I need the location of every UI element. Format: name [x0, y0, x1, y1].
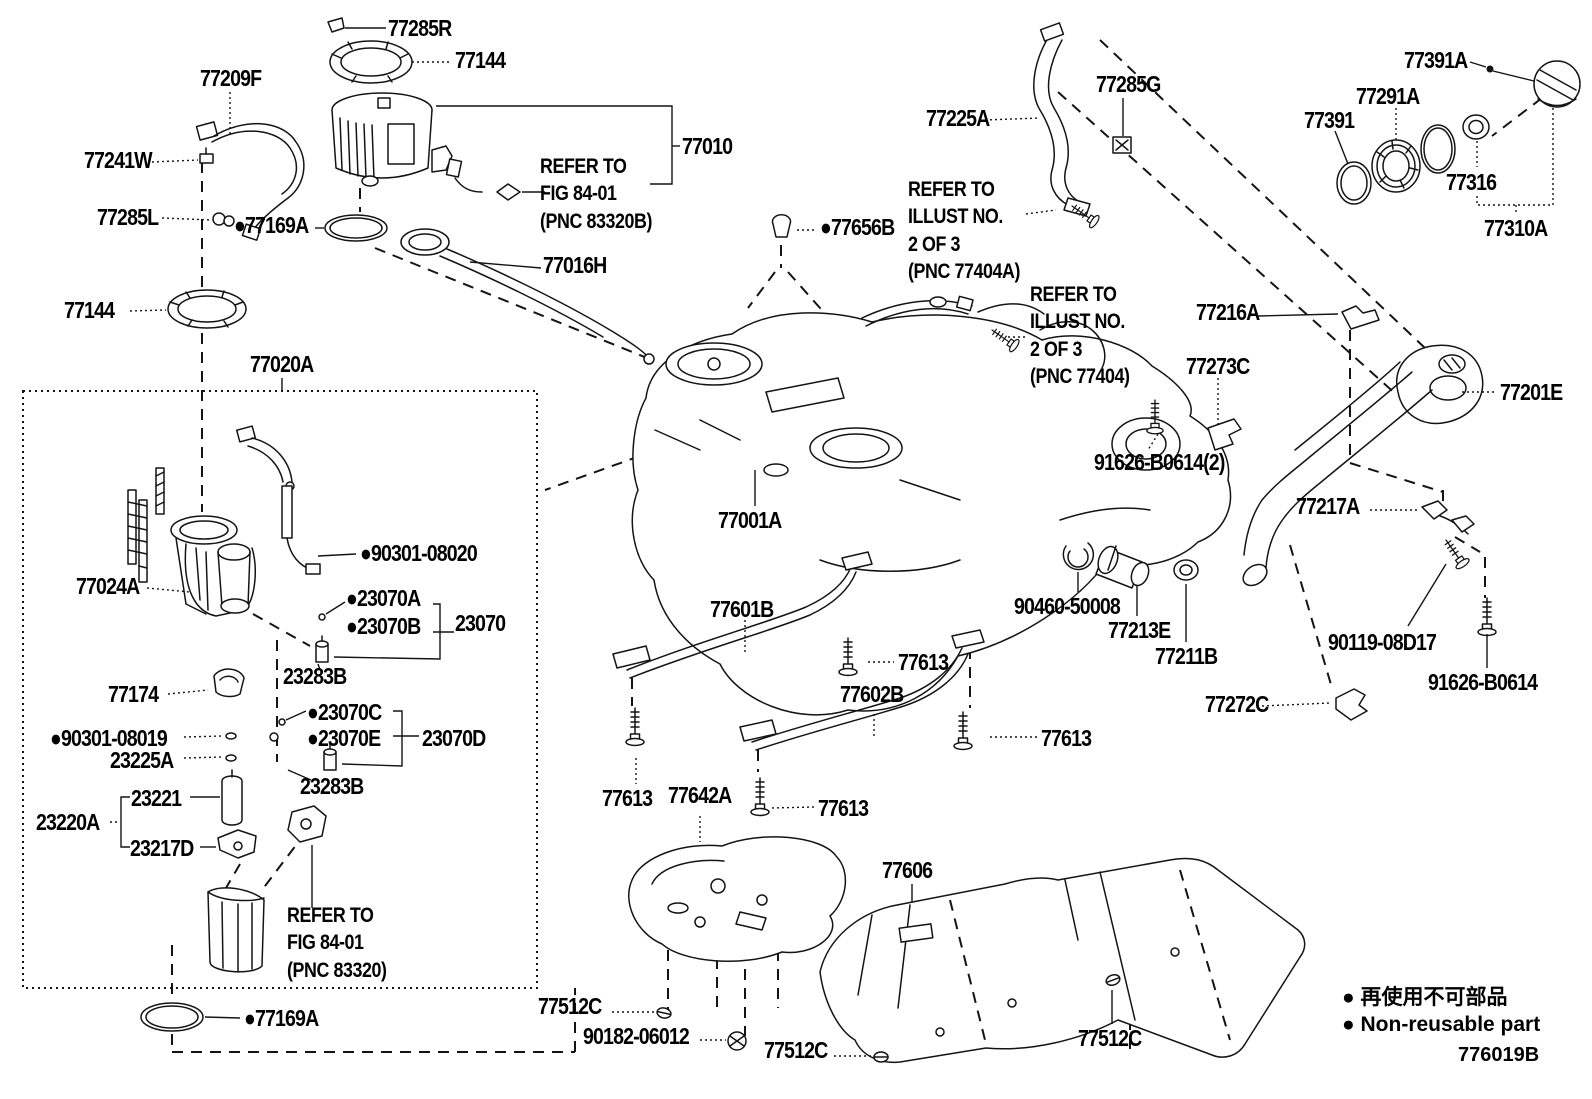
- part-label-90182-06012: 90182-06012: [583, 1023, 690, 1049]
- left-parts-box: [22, 390, 538, 989]
- part-label-77225A: 77225A: [926, 105, 990, 131]
- part-label-77213E: 77213E: [1108, 617, 1171, 643]
- part-label-23217D: 23217D: [130, 835, 194, 861]
- bolt-icon: [953, 711, 973, 751]
- part-label-23220A: 23220A: [36, 809, 100, 835]
- part-label-77144-top: 77144: [455, 47, 506, 73]
- part-label-77512C-c: 77512C: [1078, 1025, 1142, 1051]
- part-label-77020A: 77020A: [250, 351, 314, 377]
- part-label-77613-c: 77613: [602, 785, 653, 811]
- fuel-tank-art: [631, 295, 1232, 716]
- bolt-icon: [1477, 597, 1497, 637]
- part-label-77285R: 77285R: [388, 15, 452, 41]
- part-label-23283B-lower: 23283B: [300, 773, 364, 799]
- part-label-77169A-top: ●77169A: [234, 212, 309, 238]
- part-label-23225A: 23225A: [110, 747, 174, 773]
- bolt-icon: [750, 777, 770, 817]
- part-label-77241W: 77241W: [84, 147, 153, 173]
- part-label-77216A: 77216A: [1196, 299, 1260, 325]
- filler-cap-art: [1336, 60, 1581, 205]
- heat-shield-art: [819, 857, 1306, 1064]
- part-label-91626-B0614: 91626-B0614: [1428, 669, 1538, 695]
- part-label-77602B: 77602B: [840, 681, 904, 707]
- part-label-77016H: 77016H: [543, 252, 607, 278]
- part-label-77285L: 77285L: [97, 204, 159, 230]
- part-label-23070: 23070: [455, 610, 506, 636]
- screw-icon: [655, 1005, 673, 1021]
- screw-icon: [1439, 534, 1472, 572]
- part-label-23070C: ●23070C: [307, 699, 382, 725]
- part-label-77273C: 77273C: [1186, 353, 1250, 379]
- bolt-icon: [625, 707, 645, 747]
- part-label-90301-08019: ●90301-08019: [50, 725, 168, 751]
- part-label-77310A: 77310A: [1484, 215, 1548, 241]
- note-refer-fig84-01-pnc83320b: REFER TO FIG 84-01 (PNC 83320B): [540, 155, 652, 233]
- part-label-77201E: 77201E: [1500, 379, 1563, 405]
- breather-hose-art: [771, 22, 1132, 354]
- filler-pipe-art: [1062, 305, 1497, 721]
- part-label-77291A: 77291A: [1356, 83, 1420, 109]
- part-label-77601B: 77601B: [710, 596, 774, 622]
- note-refer-illust-2of3-pnc77404: REFER TO ILLUST NO. 2 OF 3 (PNC 77404): [1030, 283, 1130, 388]
- part-label-90460-50008: 90460-50008: [1014, 593, 1121, 619]
- part-label-77024A: 77024A: [76, 573, 140, 599]
- part-label-77316: 77316: [1446, 169, 1497, 195]
- part-label-23283B-upper: 23283B: [283, 663, 347, 689]
- part-label-77613-d: 77613: [818, 795, 869, 821]
- part-label-23221: 23221: [131, 785, 182, 811]
- part-label-77613-b: 77613: [1041, 725, 1092, 751]
- tank-straps-art: [612, 551, 985, 817]
- part-label-77217A: 77217A: [1296, 493, 1360, 519]
- part-label-77391: 77391: [1304, 107, 1355, 133]
- legend-non-reusable-en: ● Non-reusable part: [1342, 1013, 1541, 1036]
- part-label-77144-left: 77144: [64, 297, 115, 323]
- note-refer-fig84-01-pnc83320: REFER TO FIG 84-01 (PNC 83320): [287, 904, 387, 982]
- part-label-77512C-a: 77512C: [538, 993, 602, 1019]
- part-label-77272C: 77272C: [1205, 691, 1269, 717]
- legend-non-reusable-jp: ● 再使用不可部品: [1342, 986, 1508, 1009]
- part-label-77174: 77174: [108, 681, 159, 707]
- part-label-77010: 77010: [682, 133, 733, 159]
- part-label-90119-08D17: 90119-08D17: [1328, 629, 1437, 655]
- part-label-23070D: 23070D: [422, 725, 486, 751]
- part-label-77656B: ●77656B: [820, 214, 895, 240]
- part-label-77512C-b: 77512C: [764, 1037, 828, 1063]
- part-label-77169A-bottom: ●77169A: [244, 1005, 319, 1031]
- note-refer-illust-2of3-pnc77404a: REFER TO ILLUST NO. 2 OF 3 (PNC 77404A): [908, 178, 1020, 283]
- fuel-pump-canister-art: [167, 17, 655, 365]
- part-label-77606: 77606: [882, 857, 933, 883]
- part-label-77001A: 77001A: [718, 507, 782, 533]
- part-label-90301-08020: ●90301-08020: [360, 540, 478, 566]
- leader-lines: [110, 27, 1554, 1057]
- screw-icon: [873, 1051, 889, 1063]
- figure-code: 776019B: [1458, 1044, 1540, 1066]
- part-label-77642A: 77642A: [668, 782, 732, 808]
- part-label-77209F: 77209F: [200, 65, 262, 91]
- part-label-77285G: 77285G: [1096, 71, 1161, 97]
- bottom-fasteners-art: [140, 972, 1123, 1063]
- part-label-23070B: ●23070B: [346, 613, 421, 639]
- part-label-23070E: ●23070E: [307, 725, 381, 751]
- part-label-77391A: 77391A: [1404, 47, 1468, 73]
- part-label-77211B: 77211B: [1155, 643, 1218, 669]
- tank-protector-art: [628, 836, 847, 963]
- part-label-23070A: ●23070A: [346, 585, 421, 611]
- part-label-77613-a: 77613: [898, 649, 949, 675]
- part-label-91626-B0614-2: 91626-B0614(2): [1094, 449, 1225, 475]
